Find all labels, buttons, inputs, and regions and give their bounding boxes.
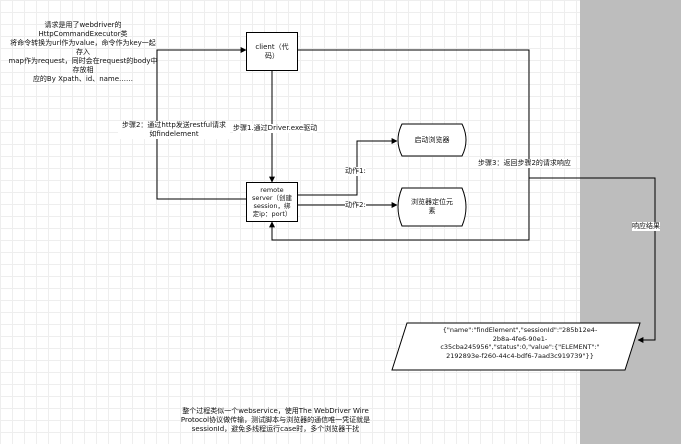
arrow-response bbox=[529, 177, 656, 343]
action1-label: 动作1: bbox=[345, 167, 366, 176]
step2-label: 步骤2：通过http发送restful请求 如findelement bbox=[118, 121, 230, 139]
response-label: 响应结果 bbox=[632, 222, 660, 231]
locate-element-label: 浏览器定位元 素 bbox=[411, 198, 453, 215]
bottom-note: 整个过程类似一个webservice，使用The WebDriver Wire … bbox=[180, 407, 371, 433]
response-json-shape bbox=[391, 322, 641, 371]
start-browser-shape bbox=[397, 123, 467, 157]
remote-box: remote server（创建 session，绑 定ip：port） bbox=[246, 182, 298, 222]
arrow-step3 bbox=[269, 49, 530, 241]
start-browser-label: 启动浏览器 bbox=[414, 136, 450, 144]
locate-element-shape bbox=[397, 187, 467, 227]
step3-label: 步骤3：返回步骤2的请求响应 bbox=[478, 159, 571, 168]
response-json: {"name":"findElement","sessionId":"285b1… bbox=[440, 326, 600, 360]
top-note: 请求是用了webdriver的HttpCommandExecutor类 将命令转… bbox=[8, 21, 158, 83]
action2-label: 动作2: bbox=[345, 201, 366, 210]
step1-label: 步骤1.通过Driver.exe驱动 bbox=[233, 124, 318, 133]
client-box: client（代 码） bbox=[246, 32, 298, 71]
